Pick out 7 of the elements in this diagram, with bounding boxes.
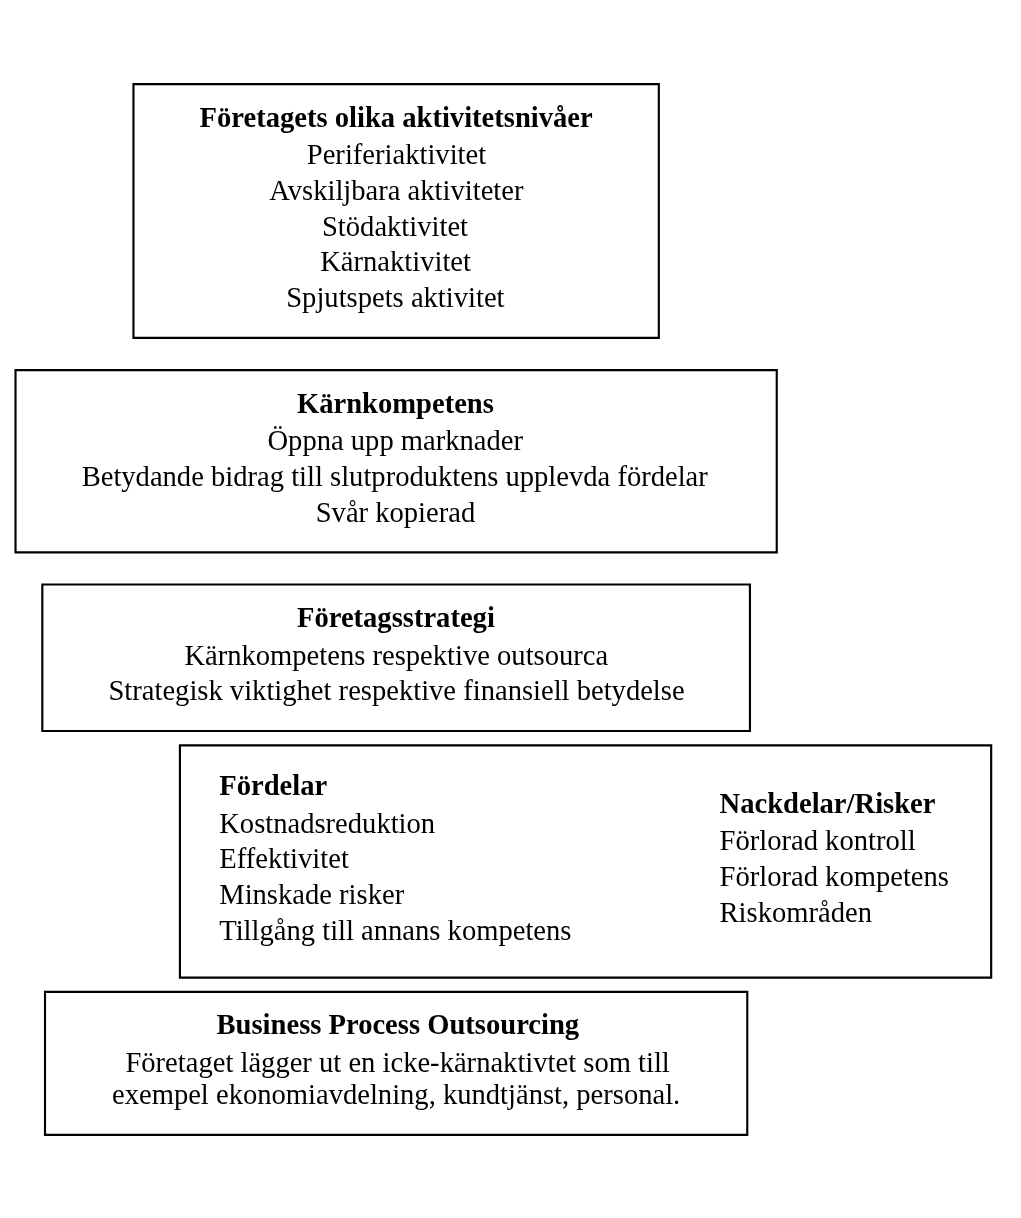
cluster [178,743,993,979]
node-box: Kärnkompetens Öppna upp marknader Betydande bidrag till slutproduktens upplevda fördelar Svår kopierad [14,368,778,553]
node-box: Företagets olika aktivitetsnivåer Periferiaktivitet Avskiljbara aktiviteter Stödaktivitet Kärnaktivitet Spjutspets aktivitet [132,82,660,339]
node-box: Företagsstrategi Kärnkompetens respektive outsourca Strategisk viktighet respektive finansiell betydelse [41,582,752,732]
node-text: Nackdelar/Risker Förlorad kontroll Förlorad kompetens Riskområden [719,787,949,928]
node-box: Business Process Outsourcing Företaget lägger ut en icke-kärnaktivtet som till exempel ekonomiavdelning, kundtjänst, personal. [43,990,749,1136]
node-text: Fördelar Kostnadsreduktion Effektivitet Minskade risker Tillgång till annans kompetens [219,769,572,946]
